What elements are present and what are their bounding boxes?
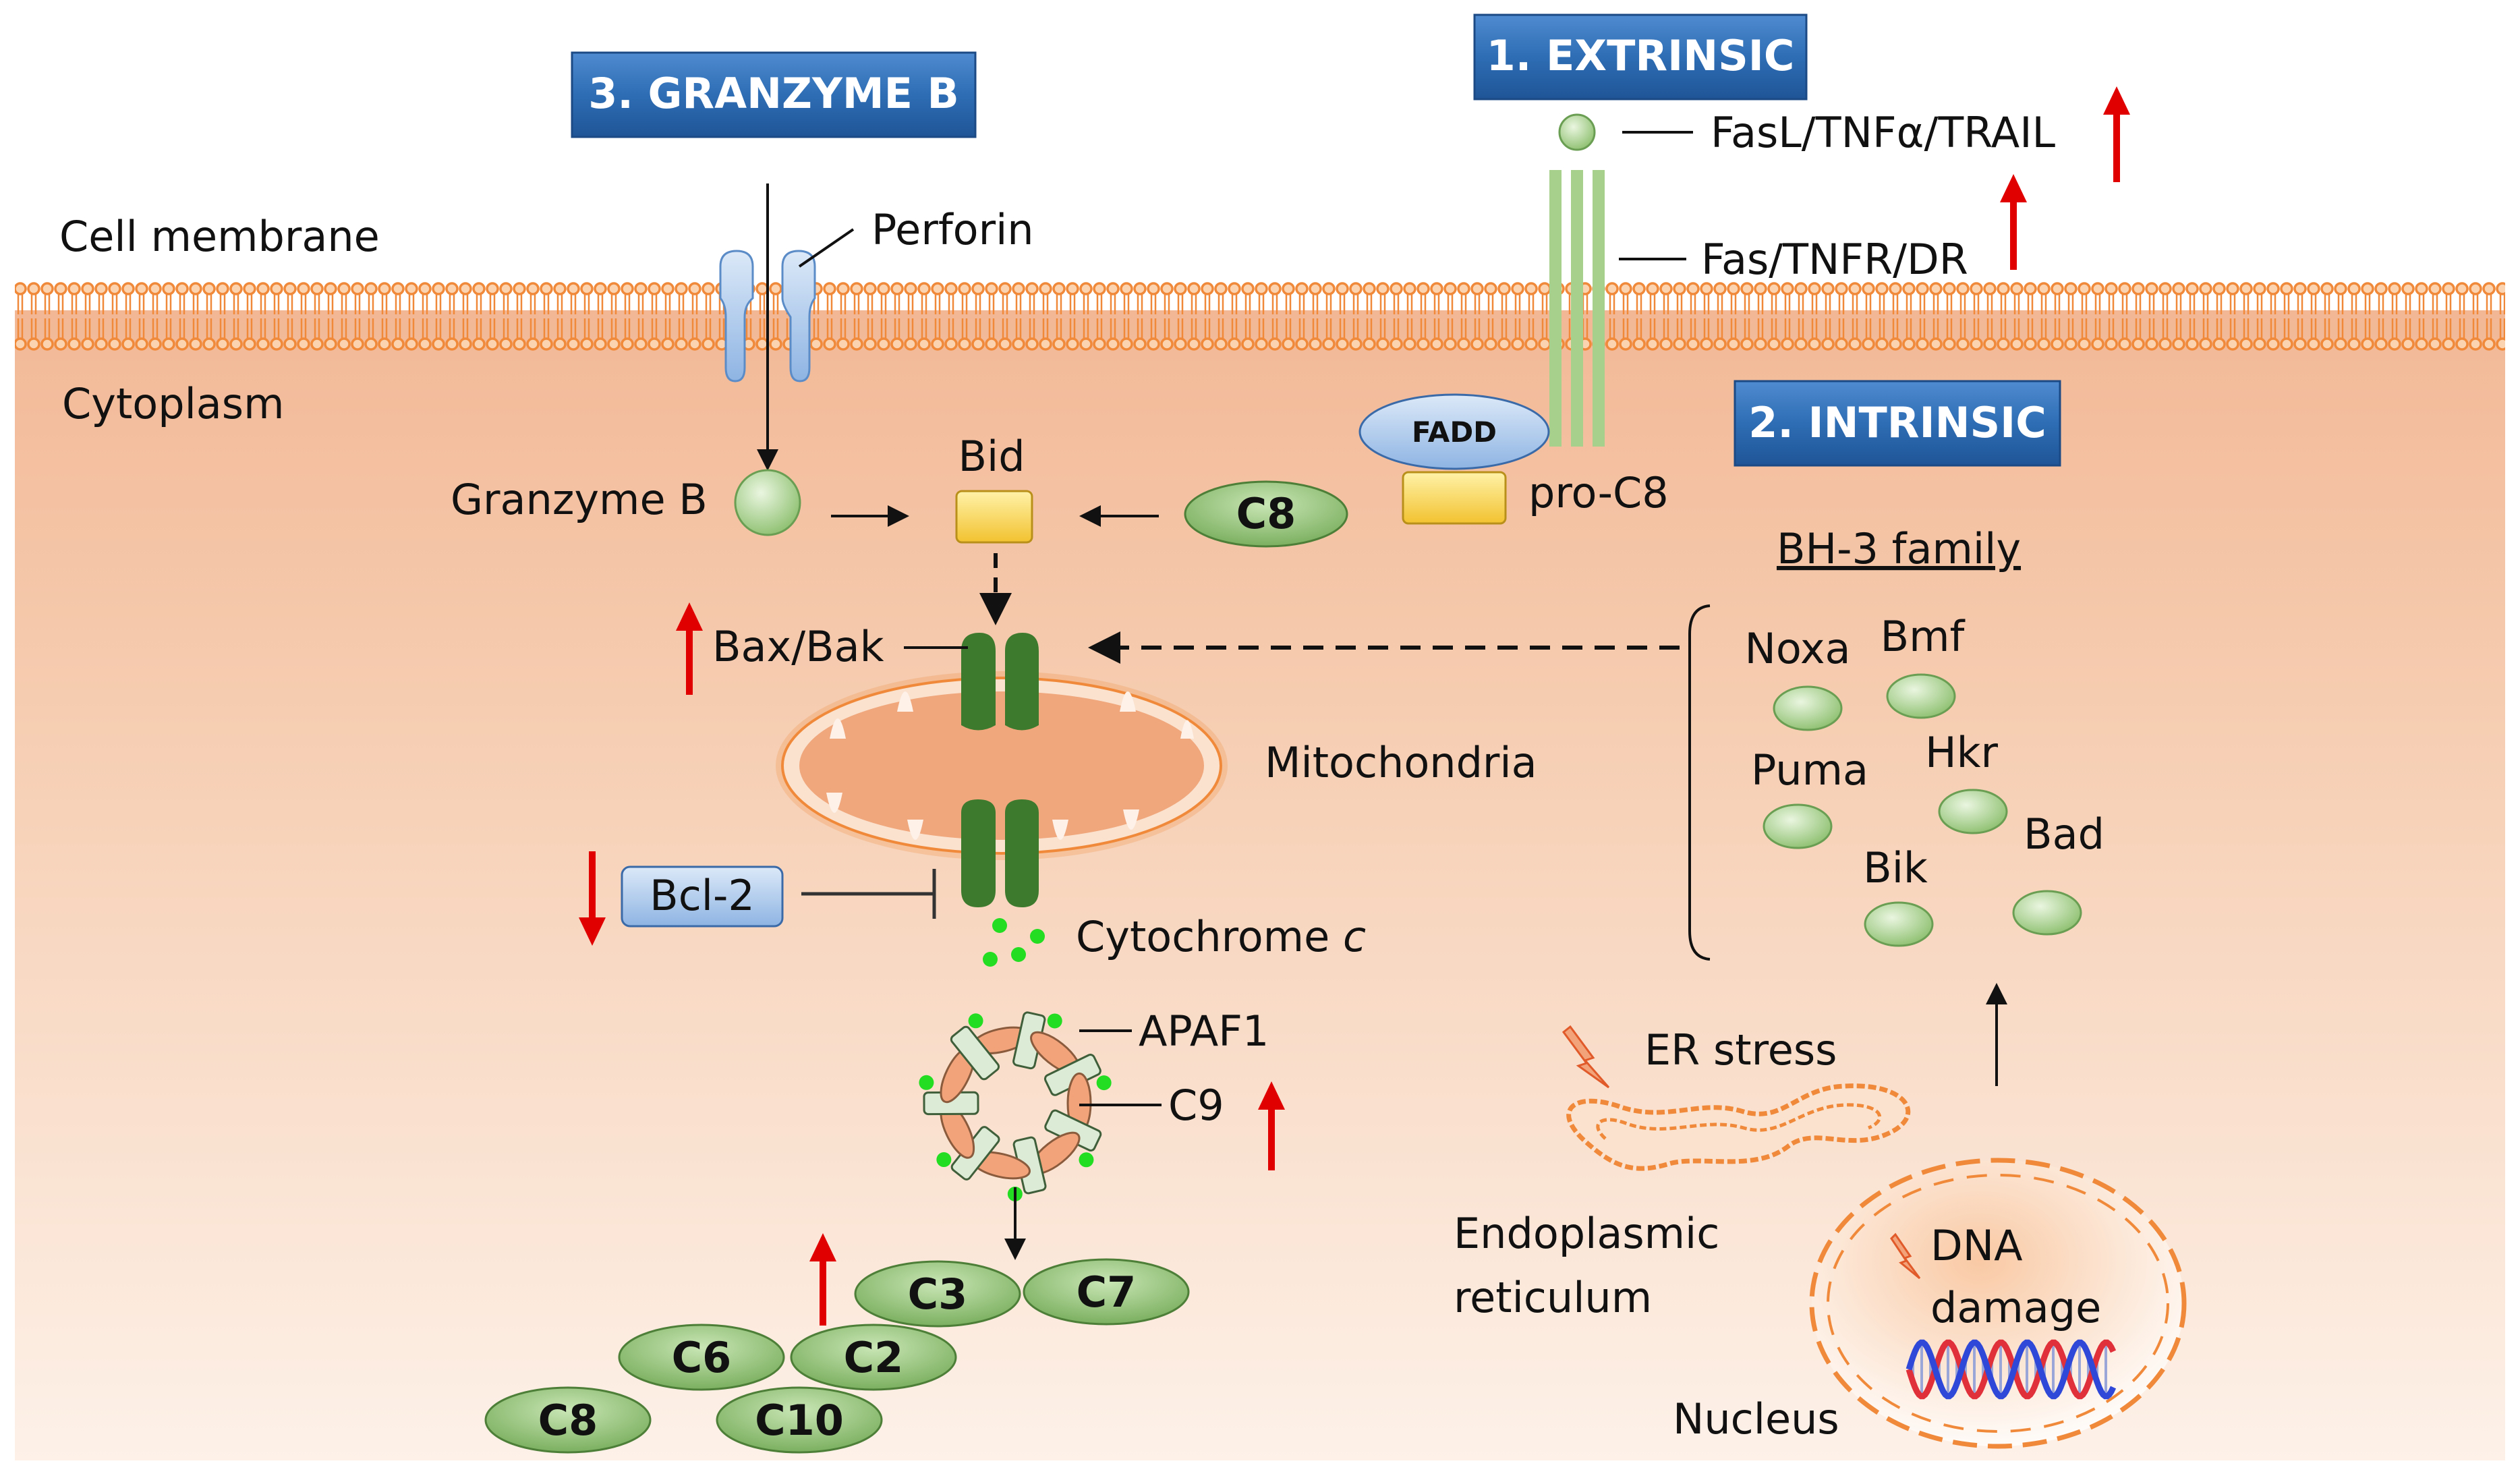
cytoplasm-label: Cytoplasm [62,379,285,428]
apoptosome-ring [919,1011,1112,1201]
cytochrome-word: Cytochrome [1076,912,1329,961]
caspase-c6-label: C6 [672,1333,732,1382]
cytochrome-c-letter: c [1343,912,1366,961]
caspase-c2-label: C2 [844,1333,904,1382]
bh3-puma-ball [1763,803,1833,849]
ligand-ball [1558,113,1596,151]
perforin-label: Perforin [871,205,1034,254]
caspase-c6: C6 [618,1324,785,1391]
caspase-c8-bottom: C8 [484,1386,652,1454]
extrinsic-title-box: 1. EXTRINSIC [1473,13,1808,101]
bh3-bmf-ball [1886,673,1956,719]
er-stress-label: ER stress [1644,1025,1837,1075]
bax-bak-channel-top [961,633,1039,731]
bcl2-inhibition [801,869,936,919]
bcl2-label: Bcl-2 [650,871,755,920]
bh3-bracket [1688,604,1711,961]
caspase-c10-label: C10 [755,1396,844,1445]
up-arrow-ligand [2103,86,2130,182]
bh3-bad-ball [2012,890,2082,936]
nucleus-label: Nucleus [1673,1394,1839,1444]
granzyme-b-ball [734,469,801,536]
caspase-c8-bottom-label: C8 [538,1396,598,1445]
perforin-leader [798,228,855,268]
pro-c8-box [1402,471,1507,525]
caspase-c3-label: C3 [908,1270,968,1319]
cell-membrane-label: Cell membrane [59,212,380,261]
bh3-noxa-ball [1773,685,1843,731]
bh3-family-label: BH-3 family [1777,524,2021,573]
fadd-adaptor: FADD [1358,393,1550,470]
caspase-c7-label: C7 [1077,1268,1137,1317]
bh3-hkr-ball [1938,789,2008,834]
bh3-hkr-label: Hkr [1925,728,1999,777]
down-arrow-bcl2 [579,851,606,946]
bh3-puma-label: Puma [1751,745,1868,795]
apaf1-label: APAF1 [1139,1006,1269,1056]
dna-helix-icon [1906,1339,2117,1400]
granzyme-title-box: 3. GRANZYME B [571,51,977,138]
caspase-c8-top [1184,480,1348,548]
granzyme-title: 3. GRANZYME B [588,69,959,118]
endoplasmic-reticulum [1566,1083,1911,1171]
dna-label-line1: DNA [1930,1221,2023,1270]
bid-label: Bid [958,432,1025,481]
caspase-c7: C7 [1023,1258,1190,1326]
up-arrow-bax-bak [676,602,703,695]
dna-label-line2: damage [1930,1283,2101,1332]
lightning-icon [1890,1232,1921,1280]
c9-label: C9 [1168,1081,1224,1130]
up-arrow-caspases [809,1233,836,1326]
bh3-bik-label: Bik [1863,843,1928,892]
er-label-line2: reticulum [1454,1273,1652,1322]
bid-box [955,490,1033,544]
caspase-c8-top-label: C8 [1236,489,1296,538]
receptor-label: Fas/TNFR/DR [1701,235,1968,284]
mitochondrion [776,671,1228,860]
extrinsic-title: 1. EXTRINSIC [1487,31,1795,80]
caspase-c2: C2 [790,1324,957,1391]
pro-c8-label: pro-C8 [1528,468,1669,517]
death-receptor [1549,170,1605,447]
cell-membrane-bilayer [15,282,2505,351]
cytochrome-label: Cytochrome c [1076,912,1366,961]
intrinsic-title-box: 2. INTRINSIC [1734,380,2061,467]
caspase-c10: C10 [716,1386,883,1454]
bax-bak-label: Bax/Bak [712,622,884,671]
mitochondria-label: Mitochondria [1265,738,1537,787]
up-arrow-c9 [1258,1081,1285,1170]
ligand-label: FasL/TNFα/TRAIL [1711,108,2056,157]
bh3-bik-ball [1864,901,1934,947]
caspase-c3: C3 [854,1260,1021,1328]
cytochrome-c-dots [983,918,1045,967]
perforin-pore [719,250,816,382]
er-label-line1: Endoplasmic [1454,1209,1719,1258]
bcl2-box [621,865,784,928]
up-arrow-receptor [2000,174,2027,270]
bax-bak-channel-bottom [961,799,1039,907]
bh3-bmf-label: Bmf [1881,612,1966,661]
lightning-icon [1562,1025,1610,1089]
bh3-bad-label: Bad [2024,809,2104,859]
bh3-noxa-label: Noxa [1744,624,1850,673]
intrinsic-title: 2. INTRINSIC [1748,398,2046,447]
granzyme-b-label: Granzyme B [451,475,708,524]
fadd-label: FADD [1412,416,1497,449]
